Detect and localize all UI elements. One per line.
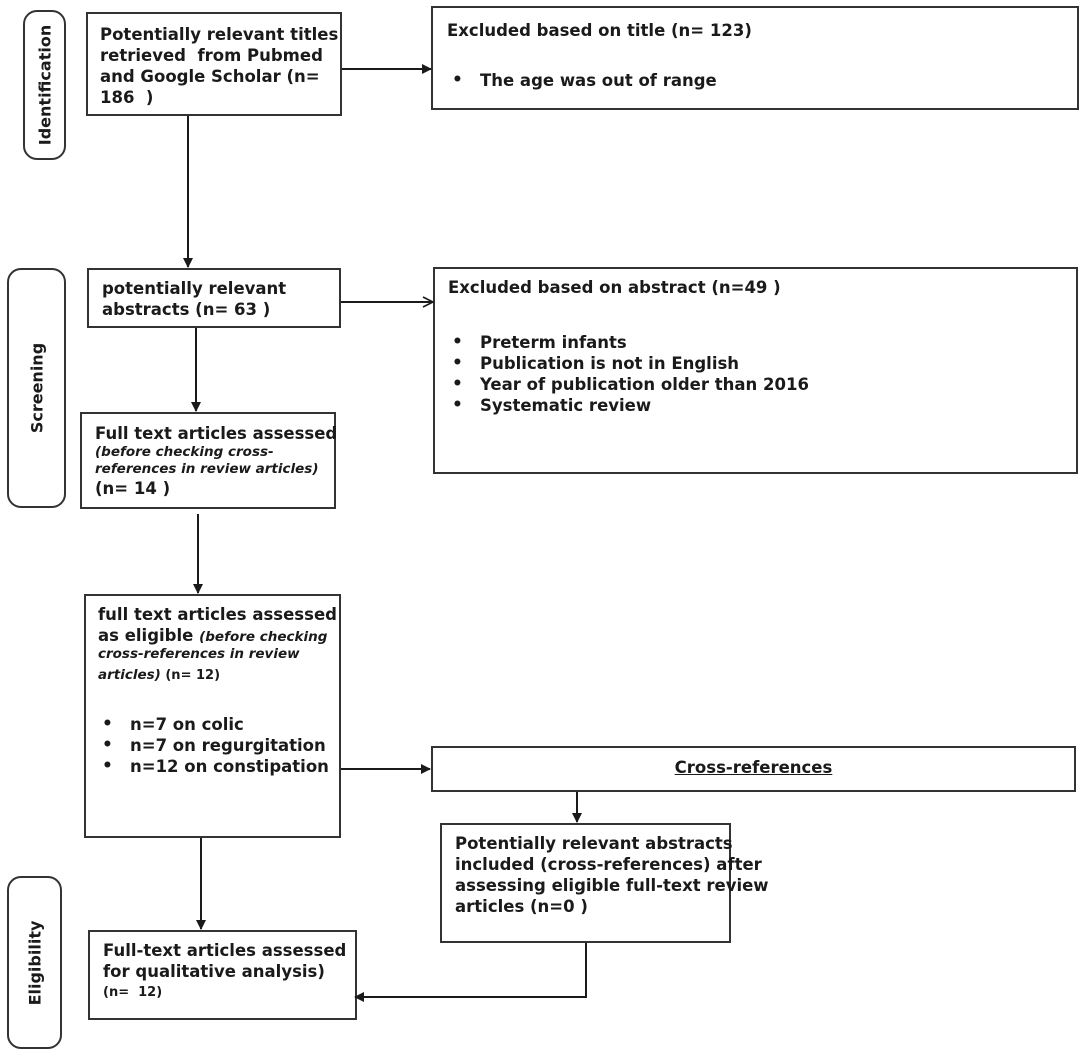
excluded-title-heading: Excluded based on title (n= 123) — [447, 21, 752, 40]
abstracts-box — [87, 268, 341, 328]
titles-line2: retrieved from Pubmed — [100, 46, 323, 65]
excluded-title-box — [431, 6, 1079, 110]
titles-line3: and Google Scholar (n= — [100, 67, 320, 86]
fulltext-italic2: references in review articles) — [95, 461, 319, 477]
fulltext-italic1: (before checking cross- — [95, 444, 274, 460]
abstracts-text: potentially relevant abstracts (n= 63 ) — [102, 278, 286, 320]
eligible-line2a: as eligible — [98, 626, 200, 645]
eligible-line1: full text articles assessed — [98, 605, 337, 624]
fulltext-assessed-text: Full text articles assessed (before chec… — [95, 423, 337, 499]
arrow-crossabstracts-to-qualitative — [354, 943, 587, 1002]
qualitative-line3: (n= 12) — [103, 985, 163, 1000]
fulltext-assessed-box — [80, 412, 336, 509]
abstracts-line2: abstracts (n= 63 ) — [102, 300, 271, 319]
titles-retrieved-box — [86, 12, 342, 116]
titles-retrieved-text: Potentially relevant titles retrieved fr… — [100, 24, 338, 108]
eligible-count: (n= 12) — [160, 668, 221, 683]
qualitative-text: Full-text articles assessed for qualitat… — [103, 940, 346, 1003]
cross-references-box — [431, 746, 1076, 792]
fulltext-line2: (n= 14 ) — [95, 479, 171, 498]
fulltext-line1: Full text articles assessed — [95, 424, 338, 443]
list-item: Year of publication older than 2016 — [448, 374, 809, 395]
eligible-italic1: (before checking — [199, 629, 328, 645]
cross-references-label: Cross-references — [674, 758, 833, 777]
excluded-abstract-heading: Excluded based on abstract (n=49 ) — [448, 278, 781, 297]
cross-abstracts-line3: assessing eligible full-text review — [455, 876, 769, 895]
qualitative-line1: Full-text articles assessed — [103, 941, 347, 960]
eligible-list: n=7 on colic n=7 on regurgitation n=12 o… — [98, 714, 329, 777]
titles-line4: 186 ) — [100, 88, 154, 107]
eligible-text: full text articles assessed as eligible … — [98, 604, 337, 686]
eligible-italic2: cross-references in review — [98, 646, 300, 662]
qualitative-line2: for qualitative analysis) — [103, 962, 325, 981]
cross-abstracts-box — [440, 823, 731, 943]
excluded-abstract-list: Preterm infants Publication is not in En… — [448, 332, 809, 416]
stage-eligibility: Eligibility — [7, 876, 62, 1049]
list-item: n=7 on regurgitation — [98, 735, 329, 756]
list-item: Preterm infants — [448, 332, 809, 353]
eligible-line2: as eligible (before checking — [98, 625, 337, 646]
list-item: n=12 on constipation — [98, 756, 329, 777]
list-item: Systematic review — [448, 395, 809, 416]
eligible-italic3: articles) — [98, 667, 161, 683]
cross-abstracts-line4: articles (n=0 ) — [455, 897, 588, 916]
cross-abstracts-line2: included (cross-references) after — [455, 855, 762, 874]
cross-abstracts-text: Potentially relevant abstracts included … — [455, 833, 769, 917]
titles-line1: Potentially relevant titles — [100, 25, 339, 44]
list-item: n=7 on colic — [98, 714, 329, 735]
stage-identification: Identification — [23, 10, 66, 160]
excluded-title-list: The age was out of range — [448, 70, 717, 91]
qualitative-box — [88, 930, 357, 1020]
cross-abstracts-line1: Potentially relevant abstracts — [455, 834, 733, 853]
list-item: The age was out of range — [448, 70, 717, 91]
stage-screening: Screening — [7, 268, 66, 508]
list-item: Publication is not in English — [448, 353, 809, 374]
abstracts-line1: potentially relevant — [102, 279, 287, 298]
